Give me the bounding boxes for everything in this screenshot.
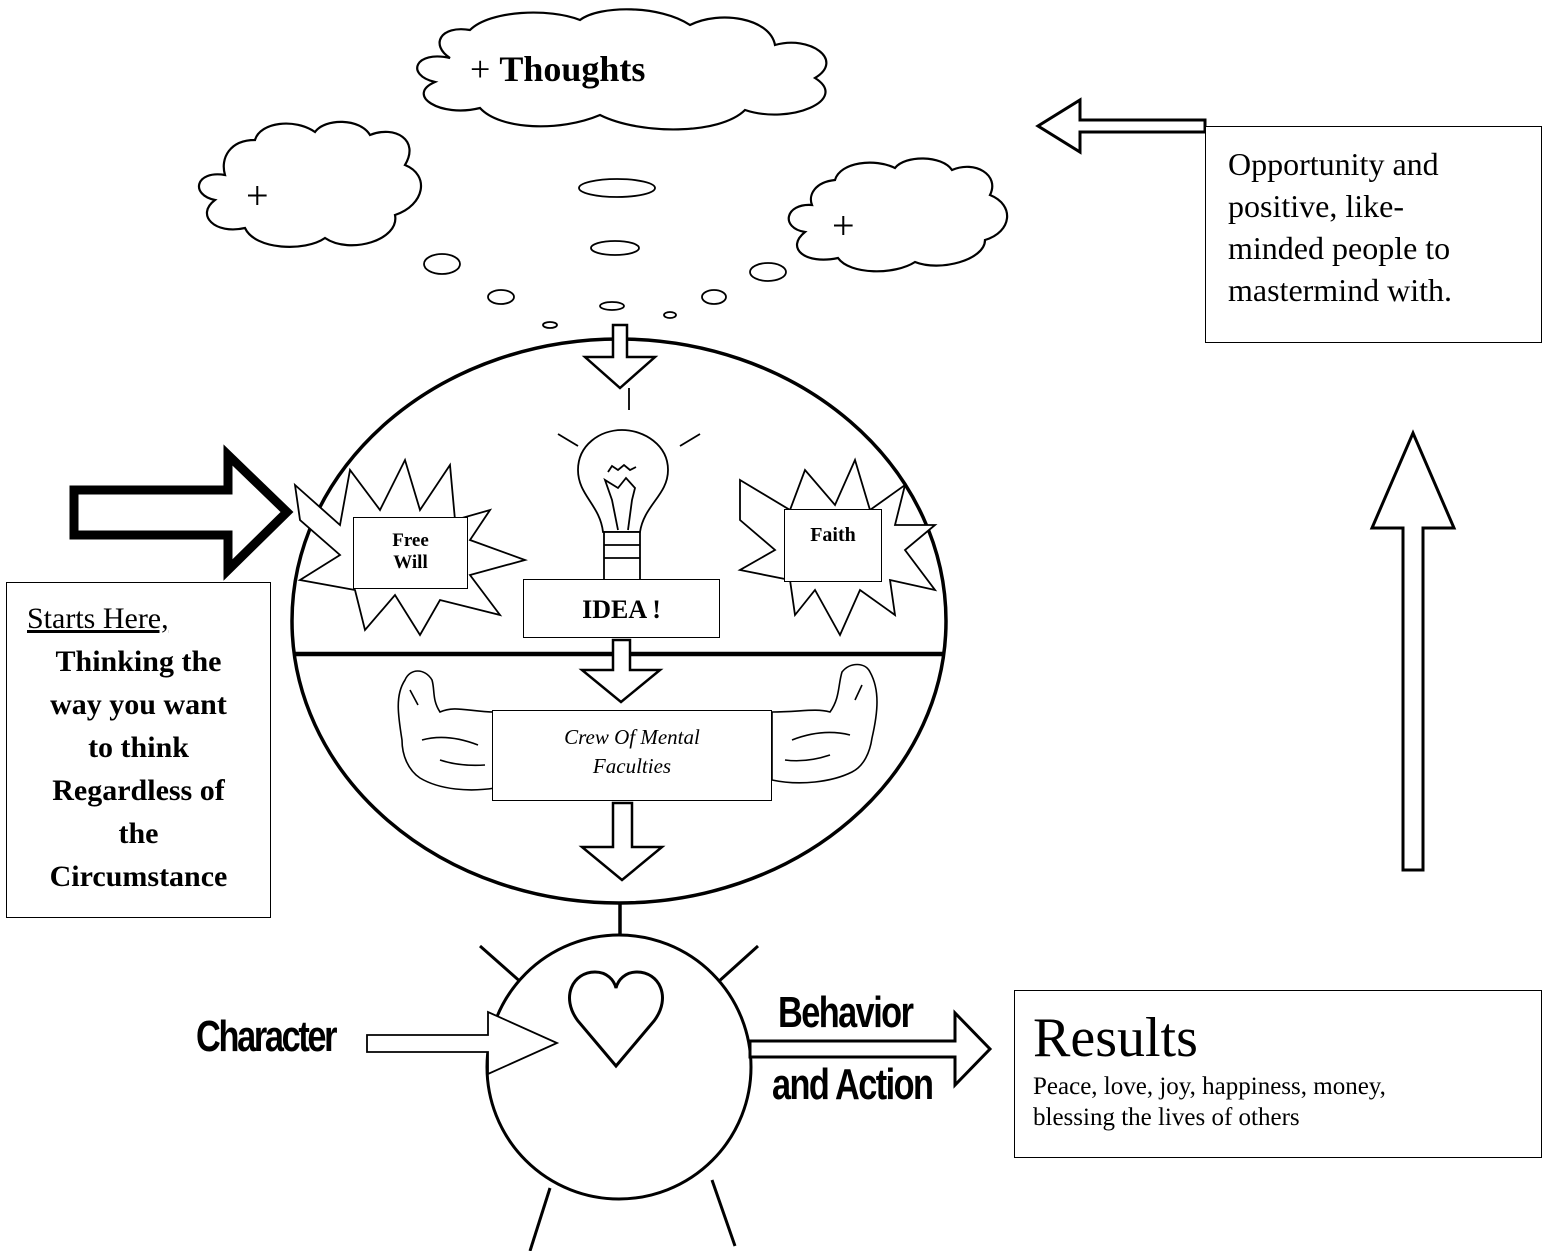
arrow-character [366,1010,560,1076]
starts-here-box: Starts Here, Thinking the way you want t… [6,582,271,918]
starts-here-line: Thinking the [55,645,222,678]
arrow-down-bottom [578,801,666,882]
free-will-box: Free Will [353,517,468,589]
free-will-line2: Will [393,552,428,573]
idea-box: IDEA ! [523,579,720,638]
starts-here-heading: Starts Here, [27,602,169,635]
opportunity-line: minded people to [1228,230,1451,266]
thoughts-label: + Thoughts [470,48,645,90]
crew-line2: Faculties [592,754,672,778]
opportunity-box: Opportunity and positive, like- minded p… [1205,126,1542,343]
results-box: Results Peace, love, joy, happiness, mon… [1014,990,1542,1158]
heart-icon [568,970,664,1069]
starts-here-line: to think [88,731,189,764]
starts-here-line: the [118,817,159,850]
opportunity-line: mastermind with. [1228,272,1452,308]
right-arm-icon [771,663,878,784]
light-bulb-icon [557,388,701,581]
arrow-left-opportunity [1035,97,1207,155]
arrow-up-right [1369,429,1457,872]
results-line1: Peace, love, joy, happiness, money, [1033,1073,1386,1100]
arrow-down-middle [578,638,664,704]
behavior-line2: and Action [772,1060,934,1109]
opportunity-line: Opportunity and [1228,146,1439,182]
results-title: Results [1033,1007,1198,1069]
free-will-line1: Free [392,530,429,551]
thought-bubbles [423,178,787,329]
thoughts-cloud [416,8,828,131]
results-line2: blessing the lives of others [1033,1104,1300,1131]
crew-line1: Crew Of Mental [564,725,700,749]
heart-circle [479,903,760,1251]
left-cloud-plus: + [246,173,269,218]
faith-label: Faith [810,524,856,546]
arrow-behavior [748,1009,993,1089]
idea-label: IDEA ! [582,595,661,624]
behavior-line1: Behavior [778,988,914,1037]
arrow-down-top [581,323,659,390]
crew-box: Crew Of Mental Faculties [492,710,772,801]
thoughts-plus: + [470,49,491,89]
opportunity-line: positive, like- [1228,188,1404,224]
character-label: Character [196,1012,338,1061]
arrow-right-bold [69,444,294,581]
left-cloud [197,120,423,248]
faith-box: Faith [784,509,882,582]
starts-here-line: Circumstance [49,860,228,893]
starts-here-line: Regardless of [52,774,225,807]
thoughts-text: Thoughts [499,49,646,89]
right-cloud-plus: + [832,203,855,248]
right-cloud [787,157,1009,273]
starts-here-line: way you want [50,688,227,721]
